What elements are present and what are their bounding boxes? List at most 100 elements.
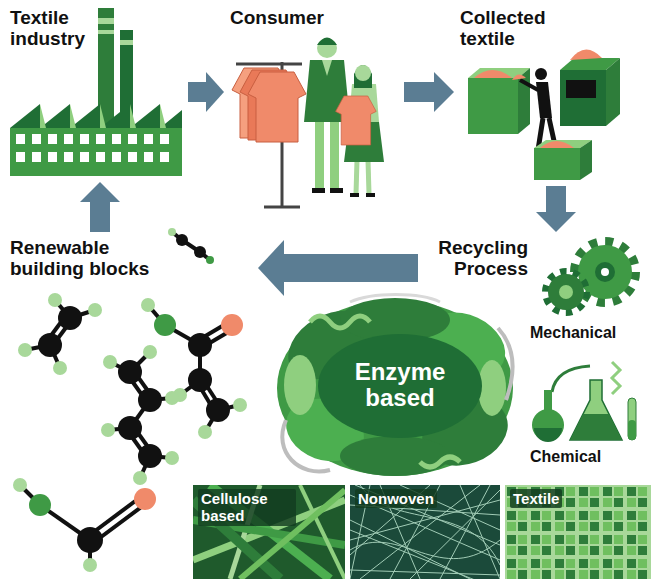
collection-illustration-part: [566, 80, 596, 98]
chemistry-icon-part: [612, 362, 620, 394]
material-tile: Textile: [505, 485, 651, 579]
enzyme-label: Enzyme based: [340, 359, 460, 412]
tile-label: Cellulose based: [198, 489, 296, 526]
collection-illustration-part: [535, 68, 547, 80]
consumer-illustration-part: [312, 188, 325, 193]
material-tiles-part: [350, 485, 500, 579]
molecule-models-part: [134, 488, 156, 510]
chemistry-icon-part: [532, 409, 564, 441]
arrow-shaft: [90, 201, 110, 232]
enzyme-illustration: [276, 295, 517, 478]
gear-icon-part: [559, 285, 573, 299]
enzyme-node: Enzyme based: [330, 340, 470, 430]
molecule-models-part: [77, 527, 103, 553]
enzyme-illustration-part: [310, 316, 370, 328]
molecule-models-part: [168, 228, 176, 236]
enzyme-illustration-part: [478, 360, 506, 416]
stage-label: Collected textile: [460, 7, 564, 50]
stage-label: Renewable building blocks: [10, 237, 176, 280]
enzyme-illustration-part: [498, 328, 513, 400]
molecule-models-part: [18, 343, 32, 357]
arrow-head: [434, 72, 454, 112]
consumer-illustration-part: [368, 160, 369, 194]
material-tile: Nonwoven: [350, 485, 500, 579]
factory-illustration-part: [120, 40, 133, 45]
consumer-illustration-part: [315, 120, 324, 190]
arrow-shaft: [404, 82, 435, 102]
consumer-illustration-part: [350, 193, 359, 197]
gear-icon-part: [548, 274, 584, 310]
material-tiles-part-part: [440, 485, 490, 579]
molecule-models-part: [48, 293, 62, 307]
method-label: Chemical: [530, 448, 601, 466]
enzyme-illustration-part: [282, 420, 330, 471]
material-tiles-part-part: [460, 485, 500, 579]
material-tiles-part-part: [350, 570, 500, 575]
chemistry-icon-part: [628, 420, 636, 440]
molecule-models-part: [188, 333, 212, 357]
flow-arrow: [258, 240, 418, 296]
molecule-models-part: [83, 558, 97, 572]
molecule-models-part: [138, 444, 162, 468]
chemistry-icon-part: [570, 380, 622, 440]
flow-arrow: [404, 72, 454, 112]
chemistry-icon-part: [544, 390, 552, 412]
collection-illustration-part: [534, 148, 580, 180]
molecule-models-part: [103, 355, 117, 369]
molecule-models-part: [38, 333, 62, 357]
molecule-models-part: [206, 398, 230, 422]
stage-node: Collected textile: [456, 4, 644, 184]
collection-illustration-part: [474, 70, 512, 78]
molecule-models-part: [29, 494, 51, 516]
factory-illustration: [10, 8, 182, 176]
chemistry-icon-part: [628, 398, 636, 440]
chemistry-icon-part: [570, 414, 622, 440]
molecule-models-part: [206, 256, 214, 264]
consumer-illustration-part: [354, 65, 372, 88]
molecule-models-part: [101, 423, 115, 437]
consumer-illustration-part: [322, 60, 332, 76]
collection-illustration-part: [520, 80, 538, 90]
collection-illustration: [468, 49, 620, 180]
consumer-illustration: [232, 38, 384, 208]
consumer-illustration-part: [366, 193, 375, 197]
molecule-models-part: [13, 478, 27, 492]
material-tiles-part: [193, 485, 345, 579]
material-tiles-part-part: [350, 540, 500, 559]
gear-icon: [546, 242, 635, 312]
molecule-models-part: [53, 361, 67, 375]
material-tiles-part: [350, 485, 500, 579]
molecule-models-part: [194, 246, 206, 258]
consumer-illustration-part: [317, 38, 337, 58]
flow-arrow: [80, 182, 120, 232]
gear-icon-part: [546, 272, 586, 312]
material-tile: Cellulose based: [193, 485, 345, 579]
arrow-shaft: [546, 186, 566, 213]
molecule-models-part: [118, 416, 142, 440]
molecule-models-part: [133, 471, 147, 485]
consumer-illustration-part: [248, 72, 306, 142]
consumer-illustration-part: [355, 65, 371, 81]
stage-node: Consumer: [226, 4, 402, 208]
molecule-models-part: [154, 314, 176, 336]
consumer-illustration-part: [317, 38, 337, 46]
collection-illustration-part: [540, 141, 574, 148]
material-tiles: [193, 485, 651, 579]
material-tiles-part-part: [350, 530, 500, 579]
method-label: Mechanical: [530, 324, 616, 342]
chemistry-icon-part: [534, 428, 562, 442]
consumer-illustration-part: [356, 160, 357, 194]
arrow-head: [80, 182, 120, 202]
arrow-shaft: [283, 254, 418, 282]
gear-icon-part: [595, 262, 615, 282]
factory-illustration-part: [40, 104, 166, 128]
consumer-illustration-part: [330, 188, 343, 193]
factory-illustration-part: [10, 104, 182, 176]
flow-arrow: [188, 72, 224, 112]
enzyme-illustration-part: [420, 457, 460, 467]
material-tiles-part: [505, 485, 651, 579]
stage-label: Recycling Process: [424, 237, 528, 280]
molecule-models-part: [188, 368, 212, 392]
tile-label: Nonwoven: [355, 489, 437, 508]
